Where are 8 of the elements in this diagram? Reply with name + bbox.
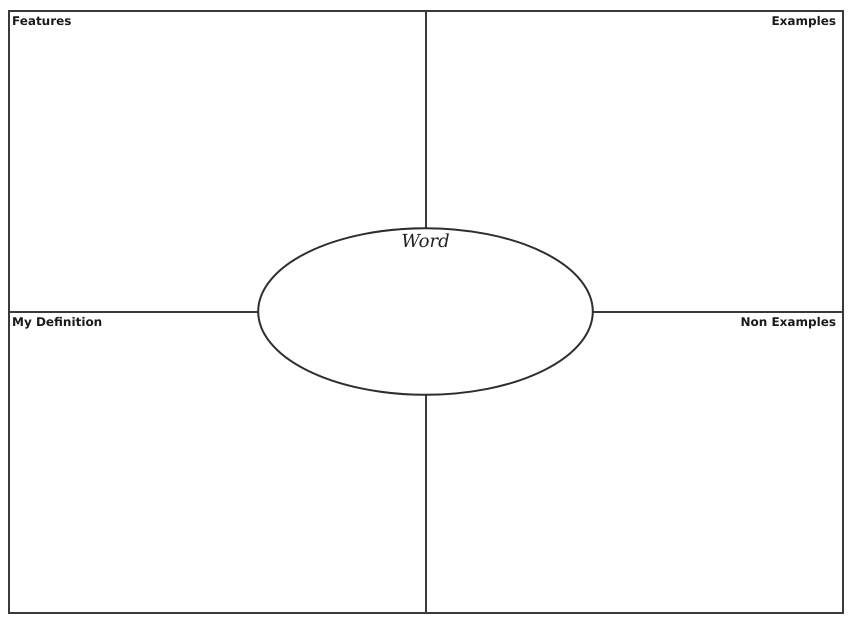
quadrant-box	[8, 311, 427, 614]
quadrant-heading: Non Examples	[740, 315, 836, 330]
quadrant-heading: Examples	[771, 14, 836, 29]
quadrant-box	[425, 311, 844, 614]
center-ellipse	[257, 227, 594, 396]
quadrant-heading: Features	[12, 14, 72, 29]
center-word-label: Word	[401, 231, 450, 252]
quadrant-heading: My Definition	[12, 315, 102, 330]
